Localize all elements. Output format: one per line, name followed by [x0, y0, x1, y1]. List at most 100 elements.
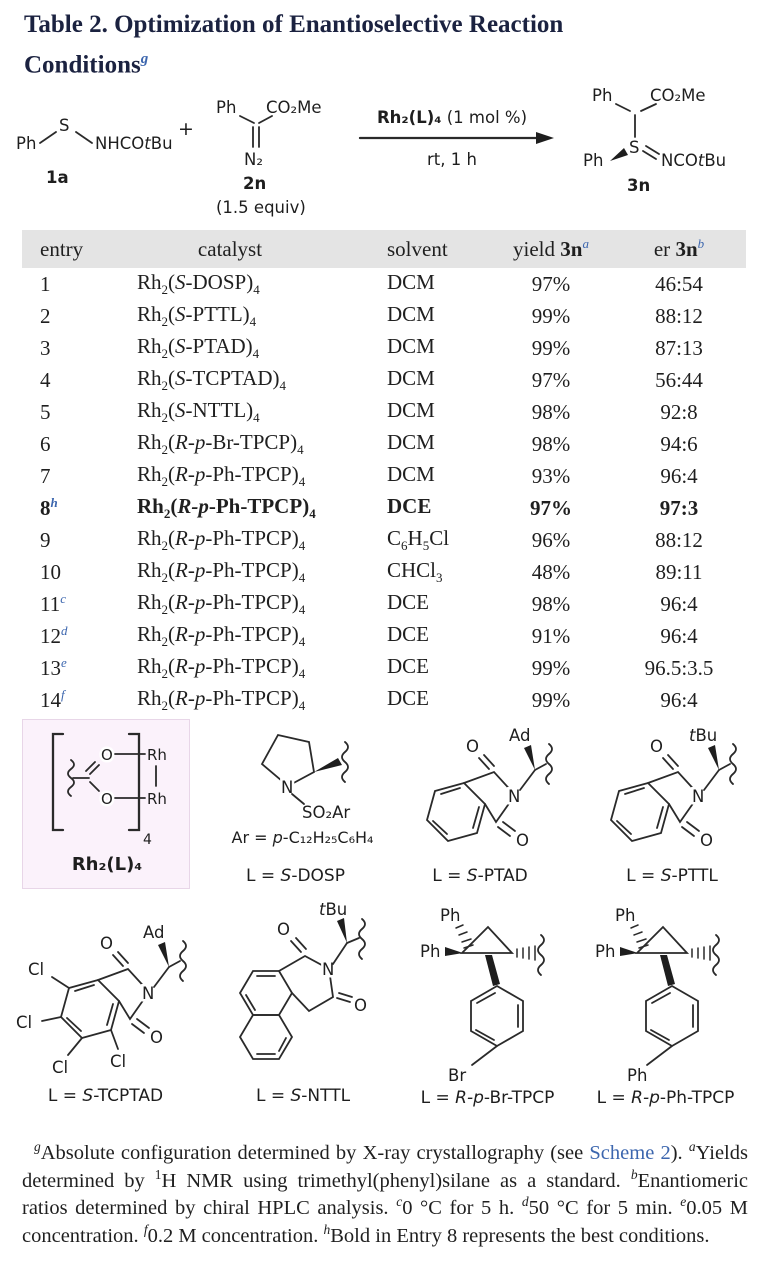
compound-label-2n: 2n: [243, 174, 266, 193]
cell-er: 94:6: [660, 431, 698, 456]
wedge-bond: [620, 947, 638, 956]
scheme-2-link[interactable]: Scheme 2: [589, 1142, 671, 1164]
cell-catalyst: Rh2(S-DOSP)4: [137, 269, 260, 298]
group-label-ad: Ad: [509, 726, 530, 745]
table-row: 2 Rh2(S-PTTL)4 DCM 99% 88:12: [22, 300, 746, 332]
cell-entry: 8h: [40, 494, 58, 520]
cell-solvent: DCM: [387, 333, 435, 358]
cell-catalyst: Rh2(R-p-Ph-TPCP)4: [137, 557, 306, 586]
atom-label-n: N: [322, 960, 334, 979]
header-yield: yield 3na: [513, 235, 589, 261]
cell-solvent: DCE: [387, 685, 429, 710]
table-row: 1 Rh2(S-DOSP)4 DCM 97% 46:54: [22, 268, 746, 300]
table-row: 3 Rh2(S-PTAD)4 DCM 99% 87:13: [22, 332, 746, 364]
atom-label-s: S: [59, 116, 69, 135]
cell-entry: 1: [40, 271, 51, 296]
reaction-conditions: rt, 1 h: [427, 150, 477, 169]
cell-er: 56:44: [655, 367, 703, 392]
compound-label-1a: 1a: [46, 168, 69, 187]
ligand-label-s-nttl: L = S-NTTL: [255, 1086, 351, 1106]
cell-solvent: DCM: [387, 365, 435, 390]
table-row: 4 Rh2(S-TCPTAD)4 DCM 97% 56:44: [22, 364, 746, 396]
cell-solvent: DCE: [387, 493, 432, 518]
atom-label-o: O: [150, 1028, 163, 1047]
ligand-label-s-tcptad: L = S-TCPTAD: [47, 1086, 164, 1106]
cell-catalyst: Rh2(R-p-Ph-TPCP)4: [137, 493, 316, 522]
atom-label-ph: Ph: [627, 1066, 647, 1085]
group-label-ad: Ad: [143, 923, 164, 942]
cell-entry: 6: [40, 431, 51, 456]
structure-s-nttl: O O N tBu: [238, 901, 370, 1060]
cell-yield: 97%: [530, 495, 572, 520]
wedge-bond: [485, 955, 500, 986]
cell-catalyst: Rh2(S-PTAD)4: [137, 333, 260, 362]
cell-entry: 2: [40, 303, 51, 328]
footnote-marker-h: h: [323, 1221, 331, 1237]
footnote-marker-g: g: [34, 1139, 41, 1155]
atom-label-n: N: [142, 984, 154, 1003]
cell-yield: 93%: [531, 463, 571, 488]
cell-entry: 4: [40, 367, 51, 392]
cell-yield: 97%: [531, 271, 571, 296]
footnote-marker-f: f: [143, 1221, 148, 1237]
atom-label-ph: Ph: [592, 86, 612, 105]
reaction-arrow-head: [536, 132, 554, 144]
table-row: 9 Rh2(R-p-Ph-TPCP)4 C6H5Cl 96% 88:12: [22, 524, 746, 556]
atom-label-s: S: [629, 138, 639, 157]
table-row: 14f Rh2(R-p-Ph-TPCP)4 DCE 99% 96:4: [22, 684, 746, 716]
cell-catalyst: Rh2(S-NTTL)4: [137, 397, 260, 426]
atom-label-ph: Ph: [595, 942, 615, 961]
ligand-label-s-ptad: L = S-PTAD: [432, 866, 528, 886]
table-row: 7 Rh2(R-p-Ph-TPCP)4 DCM 93% 96:4: [22, 460, 746, 492]
cell-yield: 99%: [531, 655, 571, 680]
footnote-marker-a: a: [688, 1139, 696, 1155]
cell-catalyst: Rh2(R-p-Ph-TPCP)4: [137, 621, 306, 650]
cell-er: 96:4: [660, 623, 698, 648]
wedge-bond: [610, 148, 628, 161]
table-row: 6 Rh2(R-p-Br-TPCP)4 DCM 98% 94:6: [22, 428, 746, 460]
ligand-label-s-pttl: L = S-PTTL: [626, 866, 718, 886]
table-row-best: 8h Rh2(R-p-Ph-TPCP)4 DCE 97% 97:3: [22, 492, 746, 524]
atom-label-ph: Ph: [16, 134, 36, 153]
cell-er: 96:4: [660, 463, 698, 488]
header-solvent: solvent: [387, 236, 448, 261]
header-catalyst: catalyst: [197, 236, 263, 261]
cell-yield: 99%: [531, 303, 571, 328]
atom-label-n: N: [692, 787, 704, 806]
cell-er: 96.5:3.5: [644, 655, 714, 680]
plus-sign: +: [178, 118, 194, 140]
atom-label-o: O: [466, 737, 479, 756]
atom-label-o: O: [650, 737, 663, 756]
cell-solvent: DCM: [387, 461, 435, 486]
ligand-label-s-dosp: L = S-DOSP: [246, 866, 345, 886]
group-label-n2: N₂: [244, 150, 263, 169]
atom-label-cl: Cl: [16, 1013, 32, 1032]
cell-entry: 13e: [40, 654, 67, 680]
wedge-bond: [337, 918, 347, 943]
ligand-label-r-p-br-tpcp: L = R-p-Br-TPCP: [420, 1088, 555, 1108]
group-label-so2ar: SO₂Ar: [302, 803, 350, 822]
structure-r-p-br-tpcp: Ph Ph Br: [418, 904, 545, 1088]
reaction-scheme: Ph S NHCOtBu 1a + Ph CO₂Me N₂ 2n (1.5 eq…: [16, 86, 726, 217]
atom-label-o: O: [354, 996, 367, 1015]
structure-s-pttl: O O N tBu: [609, 726, 737, 853]
cell-yield: 99%: [531, 335, 571, 360]
cell-solvent: DCE: [387, 589, 429, 614]
cell-solvent: DCE: [387, 621, 429, 646]
cell-solvent: DCM: [387, 269, 435, 294]
catalyst-conditions: Rh₂(L)₄ (1 mol %): [377, 108, 527, 127]
catalyst-core-box: 4 O O Rh Rh Rh₂(L)₄: [22, 719, 190, 889]
cell-entry: 9: [40, 527, 51, 552]
group-label-co2me: CO₂Me: [266, 98, 322, 117]
atom-label-ph: Ph: [583, 151, 603, 170]
atom-label-ph: Ph: [440, 906, 460, 925]
table-row: 11c Rh2(R-p-Ph-TPCP)4 DCE 98% 96:4: [22, 588, 746, 620]
cell-catalyst: Rh2(R-p-Ph-TPCP)4: [137, 461, 306, 490]
cell-yield: 98%: [531, 591, 571, 616]
cell-er: 92:8: [660, 399, 698, 424]
cell-er: 96:4: [660, 591, 698, 616]
cell-entry: 5: [40, 399, 51, 424]
ar-definition: Ar = p-C₁₂H₂₅C₆H₄: [231, 828, 374, 847]
cell-er: 88:12: [655, 303, 703, 328]
